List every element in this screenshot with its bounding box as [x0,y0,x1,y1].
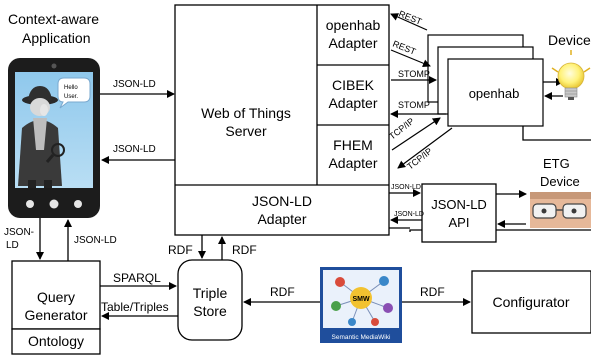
light-bulb-icon [551,50,591,100]
ontology-label: Ontology [28,333,84,349]
edge-tcpip-2: TCP/IP [405,146,434,172]
app-title-line1: Context-aware [8,11,99,27]
edge-jsonld-out: JSON-LD [113,144,156,155]
edge-stomp-2: STOMP [398,100,430,110]
edge-stomp-1: STOMP [398,69,430,79]
edge-tcpip-1: TCP/IP [387,116,416,142]
edge-phone-down-2: LD [6,240,19,251]
fhem-adapter-line2: Adapter [328,155,377,171]
edge-jsonld-in: JSON-LD [113,79,156,90]
edge-rest-1: REST [397,9,423,27]
triple-store-line1: Triple [193,285,228,301]
arrow-tcpip-2 [397,127,453,169]
jsonld-api-box [421,183,497,243]
smartphone: Hello User. [8,58,100,218]
phone-back-button[interactable] [26,200,34,208]
edge-rdf-right: RDF [232,243,257,257]
connector-right-top [522,126,591,141]
edge-rdf-smw: RDF [270,285,295,299]
edge-phone-down-1: JSON- [4,227,34,238]
edge-phone-up: JSON-LD [74,235,117,246]
openhab-adapter-line1: openhab [326,17,381,33]
edge-rdf-left: RDF [168,243,193,257]
jsonld-api-line1: JSON-LD [431,197,487,212]
edge-rdf-config: RDF [420,285,445,299]
app-title-line2: Application [22,30,91,46]
bubble-line2: User. [64,94,78,100]
jsonld-adapter-line1: JSON-LD [252,193,312,209]
etg-label-line2: Device [540,174,580,189]
jsonld-api-line2: API [449,215,470,230]
edge-sparql: SPARQL [113,271,161,285]
edge-api-out: JSON-LD [394,211,424,218]
arrow-rest-1 [390,13,428,31]
etg-label-line1: ETG [543,156,570,171]
speech-bubble: Hello User. [57,77,91,109]
device-label: Device [548,32,591,48]
triple-store-box [177,259,243,341]
openhab-adapter-line2: Adapter [328,35,377,51]
phone-menu-button[interactable] [74,200,82,208]
openhab-stack [427,34,544,127]
server-label-line1: Web of Things [201,105,291,121]
triple-store-line2: Store [193,303,227,319]
edge-rest-2: REST [391,39,417,57]
configurator-box [471,270,591,334]
smw-caption: Semantic MediaWiki [332,334,391,341]
smw-logo-text: SMW [352,296,370,303]
eye-tracking-glasses-icon [530,192,591,228]
detective-figure-icon [18,86,65,188]
query-generator-line1: Query [37,289,75,305]
configurator-label: Configurator [492,294,569,310]
arrow-tcpip-1 [391,117,441,151]
openhab-box-label: openhab [469,86,520,101]
arrow-rest-2 [390,49,431,68]
edge-table-triples: Table/Triples [101,300,169,314]
server-label-line2: Server [225,123,267,139]
semantic-mediawiki-logo: SMW Semantic MediaWiki [320,267,402,343]
jsonld-adapter-line2: Adapter [257,211,306,227]
wot-server [174,4,390,236]
ontology-box [11,328,101,355]
cibek-adapter-line2: Adapter [328,95,377,111]
fhem-adapter-line1: FHEM [333,137,373,153]
phone-home-button[interactable] [49,199,59,209]
edge-api-in: JSON-LD [391,184,421,191]
bubble-line1: Hello [64,85,78,91]
query-generator-line2: Generator [24,307,87,323]
connector-right-bottom [409,229,591,232]
cibek-adapter-line1: CIBEK [332,77,375,93]
